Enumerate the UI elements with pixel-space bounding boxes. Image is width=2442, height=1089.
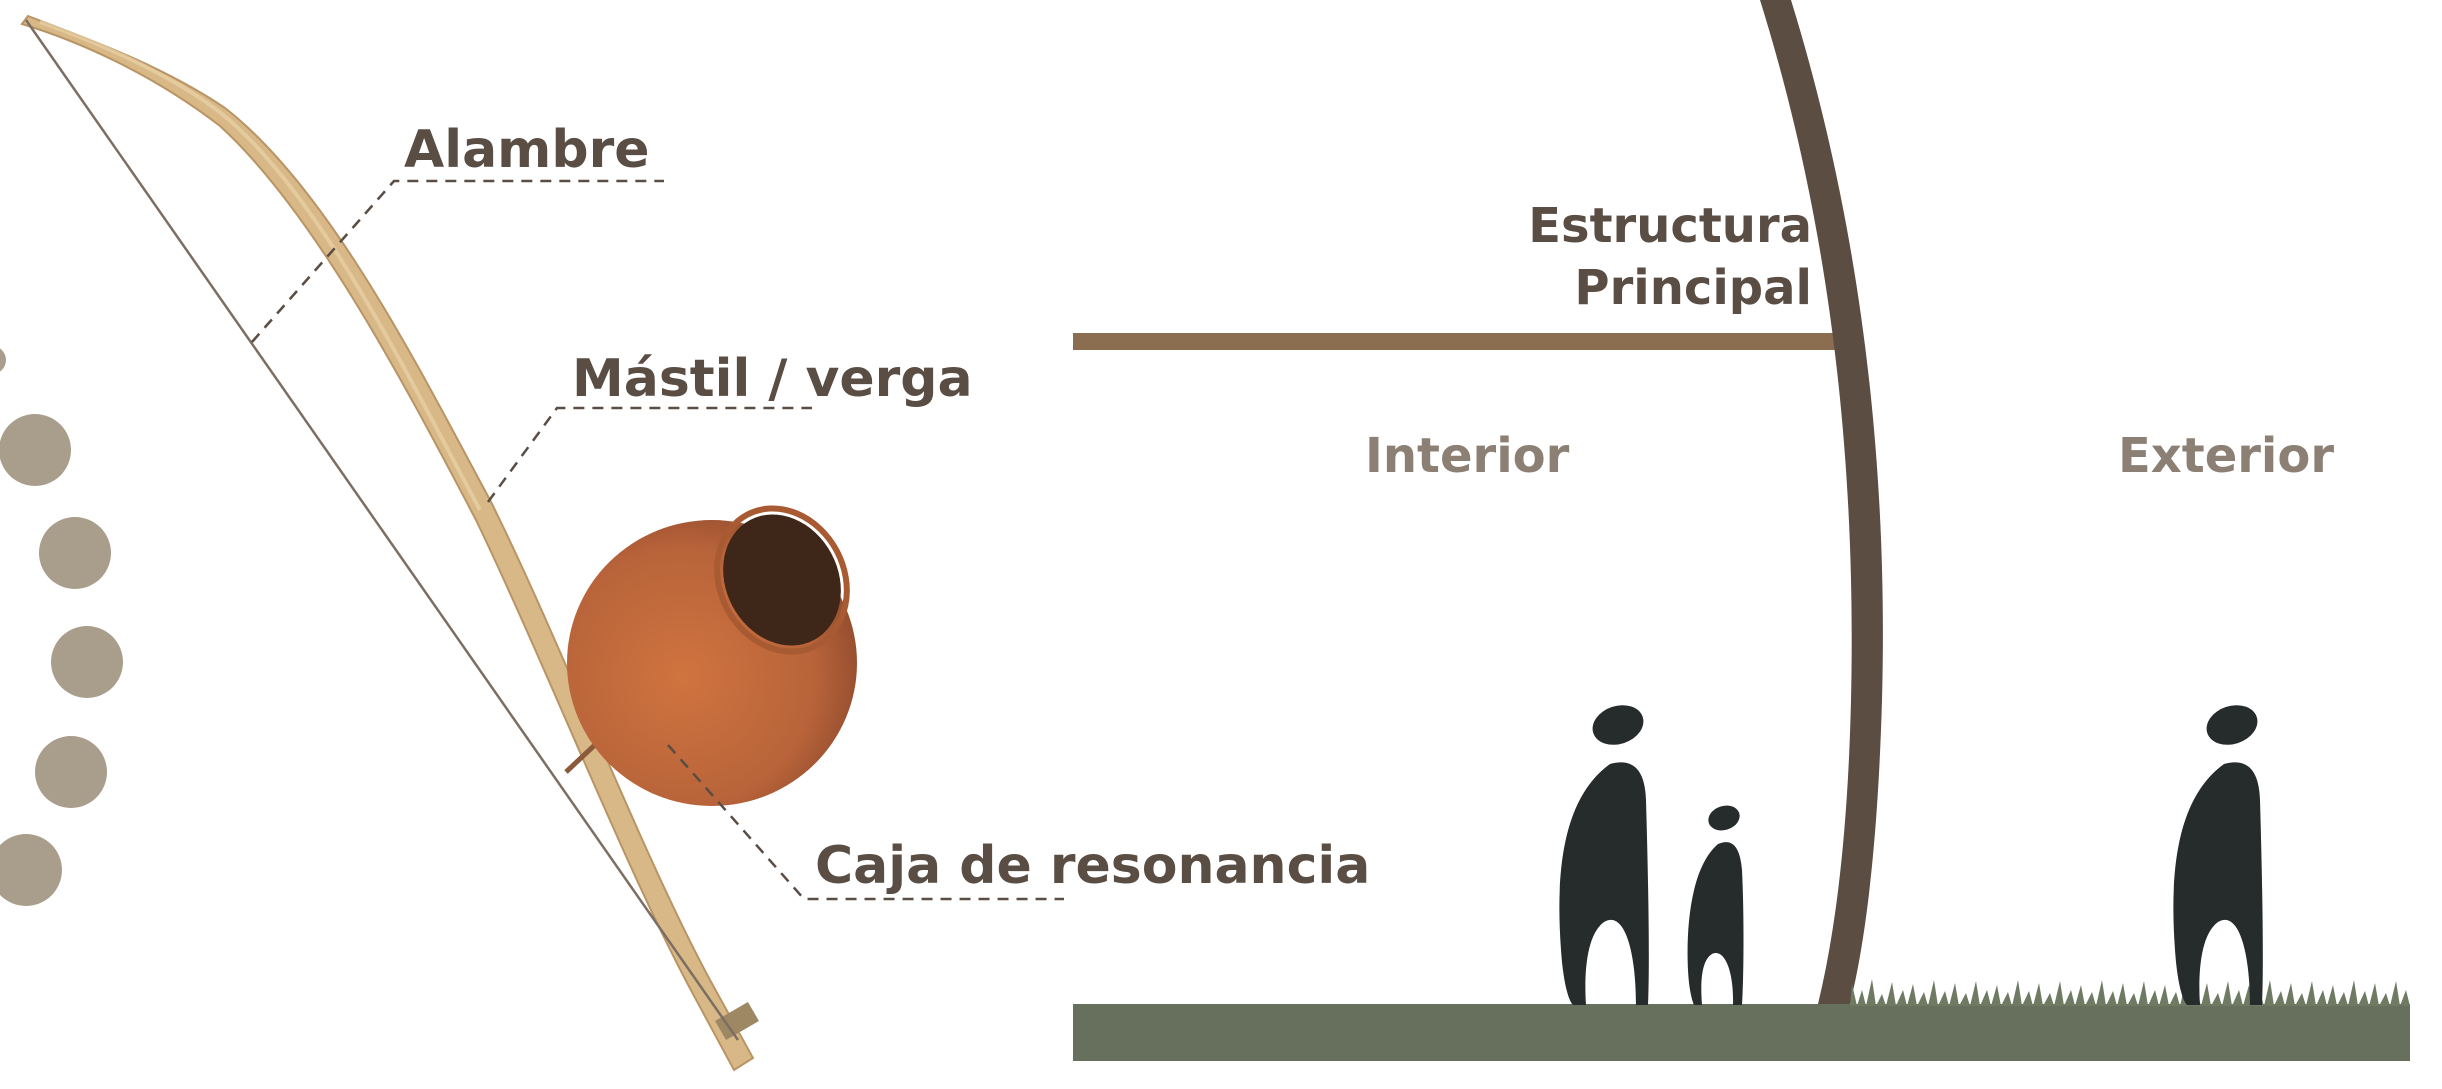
grass-tufts: [1850, 979, 2410, 1006]
main-structure-arch: [1760, 0, 1883, 1004]
ground-strip: [1073, 1004, 2410, 1061]
berimbau-neck-highlight: [39, 20, 482, 511]
person-body: [1687, 842, 1744, 1005]
person-figure-adult-interior: [1559, 705, 1649, 1005]
person-head: [1592, 705, 1644, 745]
neck-label: Mástil / verga: [572, 349, 973, 409]
berimbau-wire: [24, 19, 740, 1041]
neck-leader-line: [486, 406, 812, 503]
person-body: [1559, 762, 1649, 1005]
structure-label-line2: Principal: [1574, 260, 1812, 316]
decorative-dot: [51, 626, 123, 698]
section-diagram: [1073, 0, 2410, 1061]
resonator-label: Caja de resonancia: [815, 836, 1371, 896]
decorative-dots: [0, 348, 123, 906]
callout-leaders: [251, 179, 1064, 901]
person-head: [1708, 805, 1740, 831]
gourd-opening: [723, 514, 841, 646]
person-figure-exterior: [2173, 705, 2263, 1005]
decorative-dot: [35, 736, 107, 808]
gourd-cord: [564, 740, 600, 774]
wire-leader-line: [251, 179, 664, 343]
berimbau-base-binding: [715, 1001, 759, 1041]
gourd-opening-rim: [714, 505, 850, 655]
interior-label: Interior: [1365, 428, 1570, 484]
decorative-dot: [0, 834, 62, 906]
interior-floor-beam: [1073, 333, 1843, 350]
decorative-dot: [0, 414, 71, 486]
berimbau-illustration: [20, 14, 857, 1072]
structure-label: Estructura Principal: [1528, 195, 1812, 319]
person-head: [2206, 705, 2258, 745]
exterior-label: Exterior: [2118, 428, 2335, 484]
berimbau-neck: [20, 14, 755, 1072]
structure-label-line1: Estructura: [1528, 198, 1812, 254]
decorative-dot: [0, 348, 6, 372]
person-figure-child-interior: [1687, 805, 1744, 1005]
decorative-dot: [39, 517, 111, 589]
wire-label: Alambre: [404, 120, 650, 180]
person-body: [2173, 762, 2263, 1005]
